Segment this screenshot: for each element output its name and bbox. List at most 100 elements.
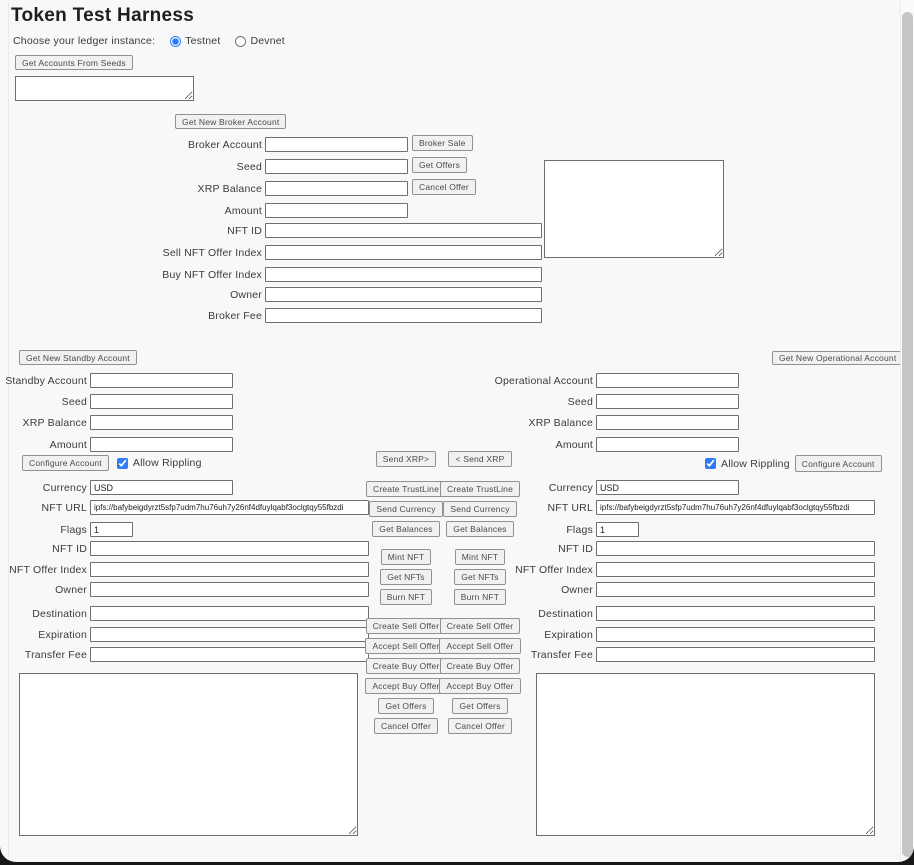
standby-nft-url-input[interactable] <box>90 500 369 515</box>
operational-currency-input[interactable] <box>596 480 739 495</box>
standby-get-nfts-button[interactable]: Get NFTs <box>380 569 432 585</box>
broker-xrp-balance-input[interactable] <box>265 181 408 196</box>
broker-amount-input[interactable] <box>265 203 408 218</box>
operational-destination-input[interactable] <box>596 606 875 621</box>
operational-nft-id-input[interactable] <box>596 541 875 556</box>
standby-transfer-fee-input[interactable] <box>90 647 369 662</box>
broker-sell-nft-offer-index-input[interactable] <box>265 245 542 260</box>
operational-account-row: Operational Account <box>480 373 739 388</box>
broker-owner-input[interactable] <box>265 287 542 302</box>
get-new-broker-account-button[interactable]: Get New Broker Account <box>175 114 287 129</box>
standby-nft-offer-index-input[interactable] <box>90 562 369 577</box>
operational-allow-rippling-checkbox[interactable] <box>705 458 716 469</box>
standby-account-input[interactable] <box>90 373 233 388</box>
operational-seed-label: Seed <box>567 395 593 408</box>
operational-accept-buy-offer-button[interactable]: Accept Buy Offer <box>439 678 521 694</box>
standby-nft-id-input[interactable] <box>90 541 369 556</box>
operational-burn-nft-button[interactable]: Burn NFT <box>453 589 507 605</box>
standby-mint-nft-button[interactable]: Mint NFT <box>380 549 432 565</box>
get-accounts-from-seeds-button[interactable]: Get Accounts From Seeds <box>15 55 133 70</box>
broker-nft-id-label: NFT ID <box>227 224 262 237</box>
broker-cancel-offer-button[interactable]: Cancel Offer <box>412 179 476 195</box>
standby-currency-label: Currency <box>42 481 87 494</box>
broker-sale-button[interactable]: Broker Sale <box>412 135 473 151</box>
operational-owner-label: Owner <box>561 583 593 596</box>
standby-get-balances-button[interactable]: Get Balances <box>372 521 440 537</box>
broker-get-offers-button[interactable]: Get Offers <box>412 157 468 173</box>
broker-account-row: Broker Account <box>143 137 408 152</box>
devnet-radio[interactable] <box>235 35 247 47</box>
operational-accept-sell-offer-button[interactable]: Accept Sell Offer <box>439 638 521 654</box>
get-new-standby-account-button[interactable]: Get New Standby Account <box>19 350 137 365</box>
standby-create-trustline-button[interactable]: Create TrustLine <box>365 481 447 497</box>
standby-burn-nft-button[interactable]: Burn NFT <box>379 589 433 605</box>
operational-nft-id-row: NFT ID <box>480 541 875 556</box>
operational-nft-url-input[interactable] <box>596 500 875 515</box>
operational-create-trustline-button[interactable]: Create TrustLine <box>439 481 521 497</box>
operational-nft-offer-index-input[interactable] <box>596 562 875 577</box>
broker-results-textarea[interactable] <box>544 160 724 258</box>
standby-allow-rippling-checkbox[interactable] <box>116 457 128 469</box>
standby-destination-input[interactable] <box>90 606 369 621</box>
broker-owner-label: Owner <box>230 288 262 301</box>
broker-account-input[interactable] <box>265 137 408 152</box>
standby-configure-account-button[interactable]: Configure Account <box>22 455 109 471</box>
operational-configure-account-button[interactable]: Configure Account <box>794 455 882 472</box>
operational-mint-nft-button[interactable]: Mint NFT <box>454 549 506 565</box>
standby-accept-sell-offer-button[interactable]: Accept Sell Offer <box>365 638 447 654</box>
vertical-scrollbar-track[interactable] <box>900 0 914 862</box>
standby-results-textarea[interactable] <box>19 673 358 836</box>
ledger-option-devnet[interactable]: Devnet <box>235 35 285 47</box>
operational-get-offers-button[interactable]: Get Offers <box>452 698 508 714</box>
operational-expiration-input[interactable] <box>596 627 875 642</box>
operational-account-input[interactable] <box>596 373 739 388</box>
broker-fee-input[interactable] <box>265 308 542 323</box>
operational-transfer-fee-label: Transfer Fee <box>530 648 593 661</box>
operational-send-currency-button[interactable]: Send Currency <box>443 501 517 517</box>
broker-buy-nft-offer-index-row: Buy NFT Offer Index <box>143 267 542 282</box>
standby-send-currency-button[interactable]: Send Currency <box>369 501 443 517</box>
operational-amount-input[interactable] <box>596 437 739 452</box>
operational-flags-input[interactable] <box>596 522 639 537</box>
operational-nft-offer-index-row: NFT Offer Index <box>480 562 875 577</box>
standby-cancel-offer-button[interactable]: Cancel Offer <box>374 718 438 734</box>
broker-seed-input[interactable] <box>265 159 408 174</box>
standby-currency-input[interactable] <box>90 480 233 495</box>
operational-create-buy-offer-button[interactable]: Create Buy Offer <box>439 658 521 674</box>
testnet-radio[interactable] <box>170 35 182 47</box>
standby-get-offers-button[interactable]: Get Offers <box>378 698 434 714</box>
standby-create-buy-offer-button[interactable]: Create Buy Offer <box>365 658 447 674</box>
operational-get-balances-button[interactable]: Get Balances <box>446 521 514 537</box>
broker-nft-id-input[interactable] <box>265 223 542 238</box>
standby-amount-input[interactable] <box>90 437 233 452</box>
standby-expiration-input[interactable] <box>90 627 369 642</box>
standby-flags-input[interactable] <box>90 522 133 537</box>
operational-owner-input[interactable] <box>596 582 875 597</box>
standby-owner-input[interactable] <box>90 582 369 597</box>
broker-owner-row: Owner <box>143 287 542 302</box>
operational-xrp-balance-input[interactable] <box>596 415 739 430</box>
send-xrp-to-operational-button[interactable]: Send XRP> <box>375 451 437 467</box>
standby-xrp-balance-input[interactable] <box>90 415 233 430</box>
vertical-scrollbar-thumb[interactable] <box>902 12 913 857</box>
operational-seed-input[interactable] <box>596 394 739 409</box>
standby-create-sell-offer-button[interactable]: Create Sell Offer <box>365 618 447 634</box>
operational-cancel-offer-button[interactable]: Cancel Offer <box>448 718 512 734</box>
broker-buy-nft-offer-index-label: Buy NFT Offer Index <box>162 268 262 281</box>
standby-seed-input[interactable] <box>90 394 233 409</box>
get-new-operational-account-button[interactable]: Get New Operational Account <box>772 351 904 365</box>
ledger-instance-chooser: Choose your ledger instance: Testnet Dev… <box>13 35 285 47</box>
send-xrp-to-standby-button[interactable]: < Send XRP <box>448 451 512 467</box>
ledger-option-testnet[interactable]: Testnet <box>170 35 220 47</box>
broker-xrp-balance-label: XRP Balance <box>197 182 262 195</box>
operational-results-textarea[interactable] <box>536 673 875 836</box>
seeds-textarea[interactable] <box>15 76 194 101</box>
operational-currency-row: Currency <box>480 480 739 495</box>
operational-transfer-fee-input[interactable] <box>596 647 875 662</box>
standby-accept-buy-offer-button[interactable]: Accept Buy Offer <box>365 678 447 694</box>
operational-get-nfts-button[interactable]: Get NFTs <box>454 569 506 585</box>
broker-amount-label: Amount <box>224 204 262 217</box>
standby-expiration-label: Expiration <box>38 628 87 641</box>
broker-buy-nft-offer-index-input[interactable] <box>265 267 542 282</box>
operational-create-sell-offer-button[interactable]: Create Sell Offer <box>439 618 521 634</box>
